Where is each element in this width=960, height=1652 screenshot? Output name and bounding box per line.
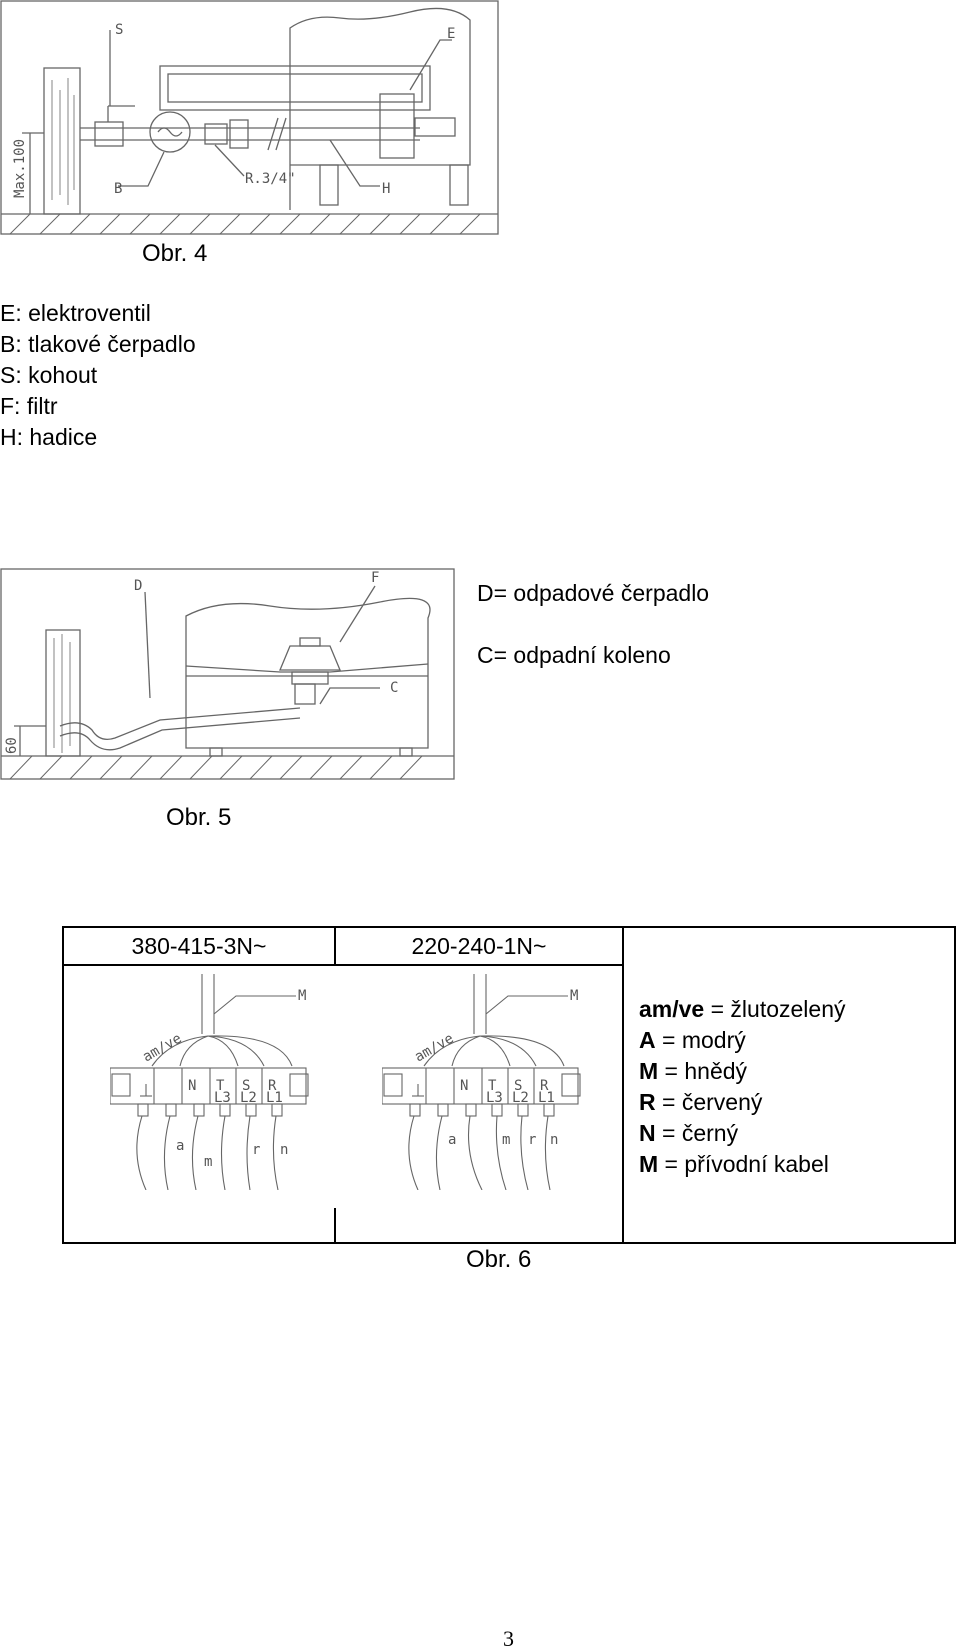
terminal-n-2: N	[460, 1078, 468, 1094]
fig4-label-max: Max.100	[12, 139, 28, 198]
fig5-label-d: D	[134, 578, 142, 594]
fig5-legend-elbow: C= odpadní koleno	[477, 642, 671, 668]
color-row: M = hnědý	[639, 1058, 748, 1084]
fig4-label-h: H	[382, 181, 390, 197]
wire-n: n	[280, 1142, 288, 1158]
terminal-amve-2: am/ve	[412, 1031, 457, 1066]
legend-h: H: hadice	[0, 424, 98, 450]
terminal-r: R	[268, 1078, 277, 1094]
fig4-legend: E: elektroventil B: tlakové čerpadlo S: …	[0, 298, 196, 453]
terminal-block-three-phase: M am/ve N T S R L3 L2 L1 a m r n	[110, 974, 309, 1190]
table-divider-2	[622, 928, 624, 1244]
fig4-caption: Obr. 4	[142, 240, 208, 267]
fig5-drawing: D F C 60	[0, 568, 455, 780]
wire-a-2: a	[448, 1132, 456, 1148]
color-row: R = červený	[639, 1089, 763, 1115]
wiring-table: 380-415-3N~ 220-240-1N~ M am/ve N T S R	[62, 926, 956, 1244]
terminal-m: M	[298, 988, 306, 1004]
legend-f: F: filtr	[0, 393, 58, 419]
color-row: N = černý	[639, 1120, 739, 1146]
color-row: M = přívodní kabel	[639, 1151, 829, 1177]
wire-a: a	[176, 1138, 184, 1154]
legend-b: B: tlakové čerpadlo	[0, 331, 196, 357]
terminal-t-2: T	[488, 1078, 497, 1094]
fig5-label-c: C	[390, 680, 398, 696]
terminal-l1: L1	[266, 1090, 283, 1106]
fig5-legend-pump: D= odpadové čerpadlo	[477, 580, 710, 606]
fig5-label-60: 60	[4, 737, 20, 754]
legend-e: E: elektroventil	[0, 300, 151, 326]
wire-r-2: r	[528, 1132, 536, 1148]
fig4-drawing: S E B R.3/4" H Max.100	[0, 0, 499, 235]
legend-s: S: kohout	[0, 362, 98, 388]
fig4-label-e: E	[447, 26, 455, 42]
wire-r: r	[252, 1142, 260, 1158]
table-divider-1	[334, 928, 336, 966]
terminal-l1-2: L1	[538, 1090, 555, 1106]
fig5-label-f: F	[371, 570, 379, 586]
wire-m-2: m	[502, 1132, 510, 1148]
page-number: 3	[503, 1626, 514, 1651]
terminal-s: S	[242, 1078, 250, 1094]
terminal-amve: am/ve	[140, 1031, 185, 1066]
fig6-caption: Obr. 6	[466, 1246, 532, 1273]
fig5-caption: Obr. 5	[166, 804, 232, 831]
terminal-r-2: R	[540, 1078, 549, 1094]
table-header-rule	[64, 964, 624, 966]
terminal-n: N	[188, 1078, 196, 1094]
color-row: A = modrý	[639, 1027, 746, 1053]
terminal-t: T	[216, 1078, 225, 1094]
color-row: am/ve = žlutozelený	[639, 996, 846, 1022]
wire-m: m	[204, 1154, 212, 1170]
col-header-single-phase: 220-240-1N~	[411, 933, 547, 959]
table-divider-1-bottom	[334, 1208, 336, 1244]
terminal-l3: L3	[214, 1090, 231, 1106]
terminal-l3-2: L3	[486, 1090, 503, 1106]
terminal-block-single-phase: M am/ve N T S R L3 L2 L1 a m r n	[382, 974, 581, 1190]
wire-n-2: n	[550, 1132, 558, 1148]
terminal-m-2: M	[570, 988, 578, 1004]
wire-color-legend: am/ve = žlutozelený A = modrý M = hnědý …	[639, 994, 846, 1180]
fig4-label-s: S	[115, 22, 123, 38]
col-header-three-phase: 380-415-3N~	[131, 933, 267, 959]
terminal-l2-2: L2	[512, 1090, 529, 1106]
fig4-label-r: R.3/4"	[245, 171, 296, 187]
fig4-label-b: B	[114, 181, 122, 197]
terminal-s-2: S	[514, 1078, 522, 1094]
terminal-l2: L2	[240, 1090, 257, 1106]
